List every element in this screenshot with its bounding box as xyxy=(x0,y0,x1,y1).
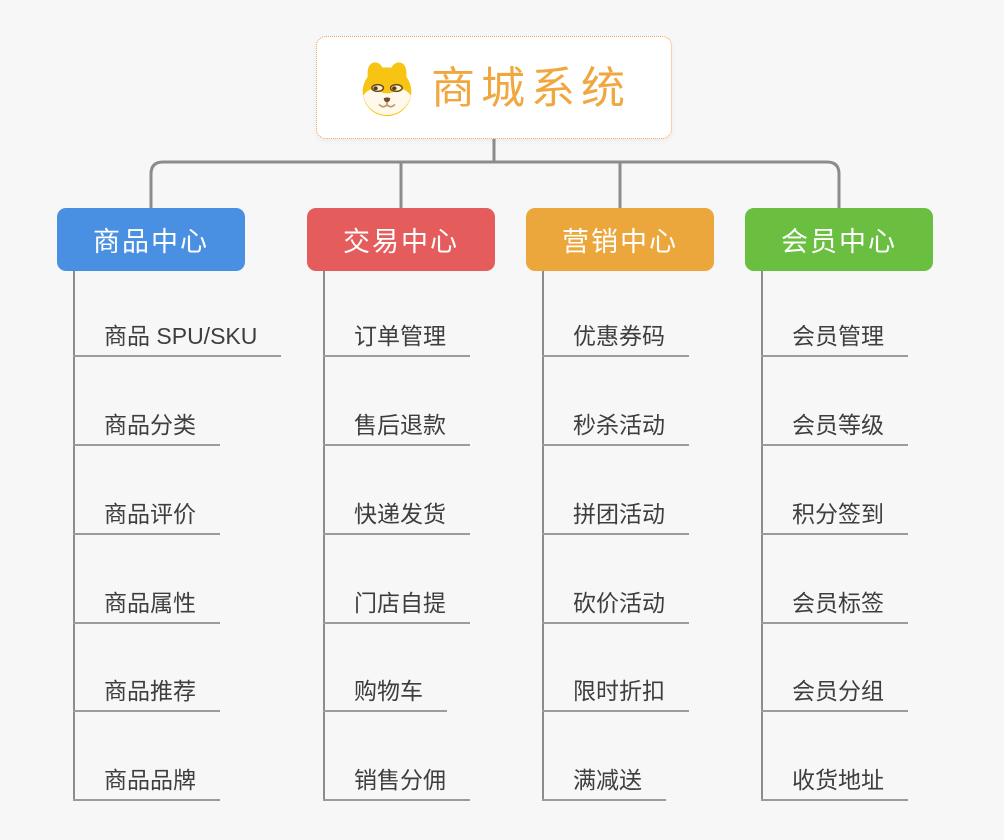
leaf-node[interactable]: 砍价活动 xyxy=(542,588,689,624)
branch-header[interactable]: 会员中心 xyxy=(745,208,933,271)
leaf-node[interactable]: 订单管理 xyxy=(323,321,470,357)
branch-trunk-line xyxy=(542,271,544,801)
leaf-node[interactable]: 拼团活动 xyxy=(542,499,689,535)
root-to-branch-connector xyxy=(149,139,841,208)
shiba-dog-icon xyxy=(357,59,417,117)
root-title: 商城系统 xyxy=(431,63,631,113)
leaf-node[interactable]: 商品 SPU/SKU xyxy=(73,321,282,357)
leaf-node[interactable]: 会员管理 xyxy=(761,321,908,357)
leaf-node[interactable]: 满减送 xyxy=(542,765,666,801)
leaf-node[interactable]: 商品品牌 xyxy=(73,765,220,801)
leaf-node[interactable]: 秒杀活动 xyxy=(542,410,689,446)
leaf-node[interactable]: 商品评价 xyxy=(73,499,220,535)
leaf-node[interactable]: 限时折扣 xyxy=(542,676,689,712)
leaf-node[interactable]: 商品推荐 xyxy=(73,676,220,712)
leaf-node[interactable]: 售后退款 xyxy=(323,410,470,446)
leaf-node[interactable]: 会员标签 xyxy=(761,588,908,624)
leaf-node[interactable]: 购物车 xyxy=(323,676,447,712)
leaf-node[interactable]: 商品分类 xyxy=(73,410,220,446)
branch-trunk-line xyxy=(73,271,75,801)
leaf-node[interactable]: 优惠券码 xyxy=(542,321,689,357)
leaf-node[interactable]: 收货地址 xyxy=(761,765,908,801)
branch-header[interactable]: 商品中心 xyxy=(57,208,245,271)
leaf-node[interactable]: 积分签到 xyxy=(761,499,908,535)
leaf-node[interactable]: 门店自提 xyxy=(323,588,470,624)
branch-header[interactable]: 交易中心 xyxy=(307,208,495,271)
leaf-node[interactable]: 会员分组 xyxy=(761,676,908,712)
leaf-node[interactable]: 快递发货 xyxy=(323,499,470,535)
leaf-node[interactable]: 销售分佣 xyxy=(323,765,470,801)
leaf-node[interactable]: 商品属性 xyxy=(73,588,220,624)
branch-trunk-line xyxy=(761,271,763,801)
root-node[interactable]: 商城系统 xyxy=(316,36,672,139)
branch-header[interactable]: 营销中心 xyxy=(526,208,714,271)
branch-trunk-line xyxy=(323,271,325,801)
leaf-node[interactable]: 会员等级 xyxy=(761,410,908,446)
